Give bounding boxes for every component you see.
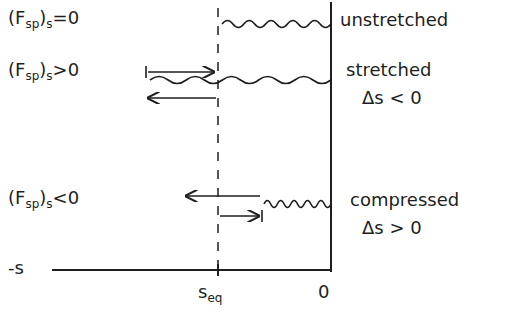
arrow-tail [145, 66, 147, 78]
subscript-text: s [46, 17, 52, 31]
force-condition: (Fsp)s<0 [8, 188, 79, 211]
subscript-text: s [46, 197, 52, 211]
state-label: compressed [350, 190, 459, 210]
label-text: (F [8, 7, 25, 28]
label-text: -s [8, 257, 24, 278]
displacement-arrow [220, 215, 259, 217]
wall [330, 2, 332, 272]
label-text: <0 [53, 187, 80, 208]
spring-coil [222, 21, 331, 28]
subscript-text: sp [25, 197, 39, 211]
springs [150, 21, 331, 208]
force-condition: (Fsp)s>0 [8, 60, 79, 83]
subscript-text: s [46, 69, 52, 83]
state-label: unstretched [340, 10, 448, 30]
label-text: Δs < 0 [362, 87, 422, 108]
label-text: >0 [53, 59, 80, 80]
spring-coil [150, 77, 331, 84]
force-arrow [186, 195, 260, 197]
axis-label: seq [198, 282, 222, 305]
equilibrium-line [217, 8, 219, 268]
axis-tick [217, 264, 219, 276]
label-text: compressed [350, 189, 459, 210]
label-text: ) [39, 187, 46, 208]
label-text: ) [39, 59, 46, 80]
s-axis [52, 269, 331, 271]
force-condition: (Fsp)s=0 [8, 8, 79, 31]
arrow-tail [261, 210, 263, 222]
displacement-arrow [148, 97, 216, 99]
subscript-text: sp [25, 17, 39, 31]
displacement-label: Δs < 0 [362, 88, 422, 108]
label-text: unstretched [340, 9, 448, 30]
state-label: stretched [346, 60, 431, 80]
label-text: stretched [346, 59, 431, 80]
spring-coil [264, 201, 331, 208]
subscript-text: eq [207, 291, 222, 305]
label-text: (F [8, 59, 25, 80]
axis-label: -s [8, 258, 24, 278]
label-text: ) [39, 7, 46, 28]
label-text: s [198, 281, 207, 302]
label-text: =0 [53, 7, 80, 28]
label-text: (F [8, 187, 25, 208]
axis-label: 0 [318, 282, 329, 302]
displacement-label: Δs > 0 [362, 218, 422, 238]
force-arrow [148, 71, 214, 73]
subscript-text: sp [25, 69, 39, 83]
label-text: Δs > 0 [362, 217, 422, 238]
label-text: 0 [318, 281, 329, 302]
